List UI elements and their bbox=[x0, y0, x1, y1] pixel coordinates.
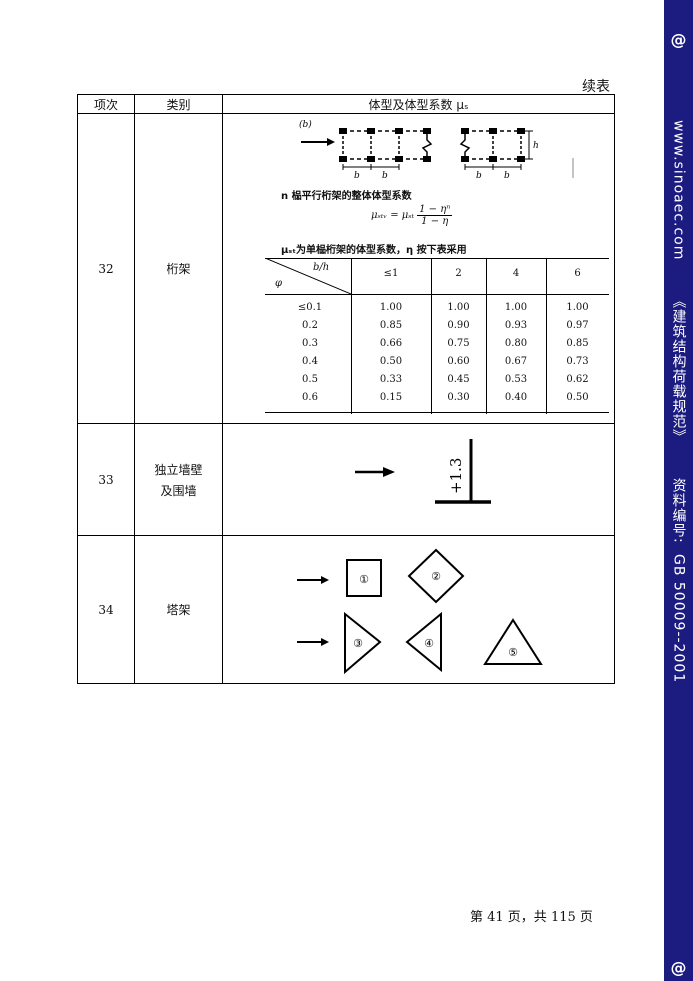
phi-value: 0.5 bbox=[302, 374, 318, 385]
eta-table: b/h φ ≤1 2 4 6 ≤0.1 1.00 1.00 1.00 1.00 … bbox=[265, 258, 609, 414]
eta-value: 0.15 bbox=[379, 392, 403, 403]
category-line-2: 及围墙 bbox=[160, 483, 197, 498]
side-book-title: 《建筑结构荷载规范》 bbox=[670, 294, 687, 445]
truss-figure-cell: (b) bbox=[223, 114, 614, 423]
eta-value: 0.97 bbox=[566, 320, 589, 331]
dim-b-label-1: b bbox=[354, 171, 360, 181]
col-header: 6 bbox=[574, 268, 581, 279]
panel-label: (b) bbox=[299, 119, 312, 130]
eta-value: 0.40 bbox=[504, 392, 528, 403]
item-number: 32 bbox=[78, 114, 135, 423]
wall-diagram: +1.3 bbox=[355, 439, 491, 504]
eta-value: 1.00 bbox=[566, 302, 589, 313]
dim-h-label: h bbox=[533, 141, 539, 151]
dim-b-label-3: b bbox=[476, 171, 482, 181]
wall-coefficient: +1.3 bbox=[447, 458, 465, 494]
table-row-32: 32 桁架 (b) bbox=[78, 114, 614, 424]
phi-value: 0.3 bbox=[302, 338, 318, 349]
triangle-section-3 bbox=[344, 611, 382, 675]
triangle-section-4 bbox=[405, 611, 442, 673]
truss-group-right bbox=[459, 130, 522, 160]
eta-value: 0.50 bbox=[566, 392, 589, 403]
phi-value: 0.6 bbox=[302, 392, 318, 403]
shape-label-1: ① bbox=[359, 573, 369, 586]
table-row-33: 33 独立墙壁 及围墙 +1.3 bbox=[78, 424, 614, 536]
triangle-section-5 bbox=[483, 618, 543, 665]
side-doc-number: GB 50009--2001 bbox=[670, 554, 687, 684]
tower-diagram: ① ② ③ ④ ⑤ bbox=[297, 548, 543, 675]
eta-value: 0.60 bbox=[447, 356, 470, 367]
truss-group-left bbox=[342, 130, 433, 160]
side-at-mark-top: @ bbox=[670, 30, 687, 49]
header-category: 类别 bbox=[135, 95, 223, 113]
eta-value: 0.80 bbox=[504, 338, 528, 349]
side-doc-label: 资料编号: bbox=[670, 478, 687, 545]
shape-label-5: ⑤ bbox=[508, 646, 518, 659]
eta-value: 0.45 bbox=[447, 374, 470, 385]
eta-value: 0.67 bbox=[504, 356, 528, 367]
header-shape: 体型及体型系数 μₛ bbox=[368, 97, 469, 112]
eta-value: 1.00 bbox=[504, 302, 528, 313]
eta-value: 0.73 bbox=[566, 356, 589, 367]
eta-value: 0.53 bbox=[504, 374, 528, 385]
eta-value: 0.75 bbox=[447, 338, 470, 349]
phi-value: 0.2 bbox=[302, 320, 318, 331]
diamond-section bbox=[407, 548, 465, 604]
col-header: 2 bbox=[455, 268, 462, 279]
dim-b-label-4: b bbox=[504, 171, 510, 181]
shape-label-3: ③ bbox=[353, 637, 363, 650]
eta-value: 0.85 bbox=[566, 338, 589, 349]
eta-value: 0.66 bbox=[379, 338, 403, 349]
truss-formula: μₛₜᵥ = μₛₜ 1 − ηⁿ 1 − η bbox=[371, 204, 453, 227]
wall-figure-cell: +1.3 bbox=[223, 424, 614, 535]
eta-value: 0.90 bbox=[447, 320, 470, 331]
category-line-1: 独立墙壁 bbox=[154, 462, 203, 477]
side-band: @ www.sinoaec.com 《建筑结构荷载规范》 资料编号: GB 50… bbox=[664, 0, 693, 981]
eta-value: 0.33 bbox=[379, 374, 403, 385]
table-header-row: 项次 类别 体型及体型系数 μₛ bbox=[78, 95, 614, 114]
eta-value: 0.62 bbox=[566, 374, 589, 385]
truss-title: n 榀平行桁架的整体体型系数 bbox=[281, 191, 412, 202]
truss-note: μₛₜ为单榀桁架的体型系数，η 按下表采用 bbox=[281, 245, 467, 256]
eta-value: 0.85 bbox=[379, 320, 403, 331]
side-vertical-text: www.sinoaec.com 《建筑结构荷载规范》 资料编号: GB 5000… bbox=[664, 120, 693, 900]
formula-left: μₛₜᵥ = μₛₜ bbox=[371, 210, 415, 221]
shape-label-4: ④ bbox=[424, 637, 434, 650]
item-number: 34 bbox=[78, 536, 135, 683]
formula-numerator: 1 − ηⁿ bbox=[417, 204, 453, 216]
continued-label: 续表 bbox=[582, 79, 610, 95]
category-name: 塔架 bbox=[135, 536, 223, 683]
side-website: www.sinoaec.com bbox=[670, 120, 687, 261]
side-at-mark-bottom: @ bbox=[670, 958, 687, 977]
eta-value: 0.30 bbox=[447, 392, 470, 403]
formula-denominator: 1 − η bbox=[421, 216, 449, 227]
phi-value: 0.4 bbox=[302, 356, 318, 367]
truss-diagram: (b) bbox=[299, 119, 574, 181]
header-item: 项次 bbox=[78, 95, 135, 113]
category-name: 独立墙壁 及围墙 bbox=[135, 424, 223, 535]
eta-value: 0.50 bbox=[379, 356, 403, 367]
table-row-34: 34 塔架 ① ② ③ ④ ⑤ bbox=[78, 536, 614, 683]
item-number: 33 bbox=[78, 424, 135, 535]
tower-figure-cell: ① ② ③ ④ ⑤ bbox=[223, 536, 614, 683]
col-header: ≤1 bbox=[383, 268, 399, 279]
eta-value: 1.00 bbox=[379, 302, 403, 313]
phi-value: ≤0.1 bbox=[297, 302, 323, 313]
shape-label-2: ② bbox=[431, 570, 441, 583]
eta-value: 1.00 bbox=[447, 302, 470, 313]
col-header: 4 bbox=[512, 268, 520, 279]
page-number: 第 41 页，共 115 页 bbox=[470, 910, 593, 925]
dim-b-label-2: b bbox=[382, 171, 388, 181]
eta-value: 0.93 bbox=[504, 320, 528, 331]
square-section bbox=[346, 559, 382, 597]
shape-coefficient-table: 项次 类别 体型及体型系数 μₛ 32 桁架 (b) bbox=[77, 94, 615, 684]
corner-top: b/h bbox=[313, 262, 330, 273]
corner-bottom: φ bbox=[275, 278, 283, 289]
category-name: 桁架 bbox=[135, 114, 223, 423]
